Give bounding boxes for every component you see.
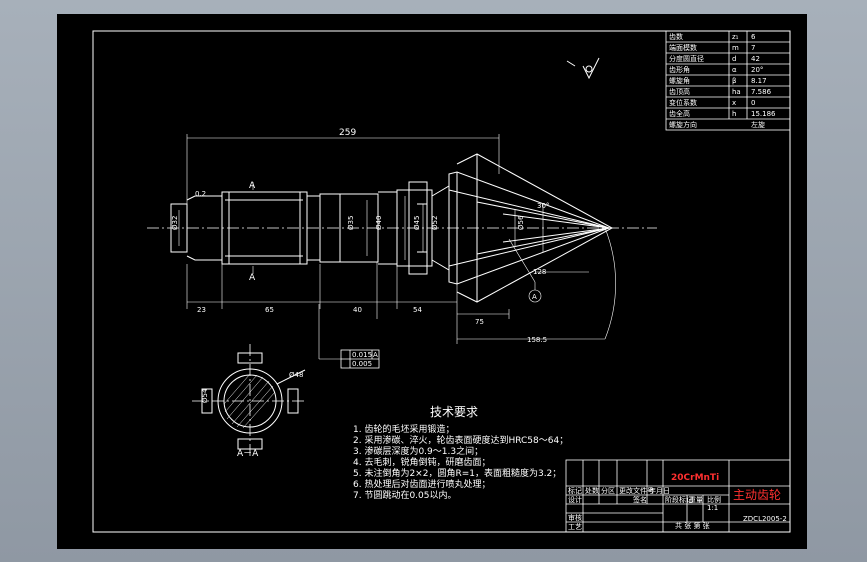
- param-cell-6-1: x: [732, 99, 736, 107]
- tech-requirements: 1. 齿轮的毛坯采用锻造；2. 采用渗碳、淬火，轮齿表面硬度达到HRC58～64…: [353, 423, 568, 501]
- dim-chamfer: 0.2: [195, 190, 206, 198]
- tech-requirement-line: 6. 热处理后对齿面进行喷丸处理；: [353, 478, 490, 490]
- dim-overall-length: 259: [339, 128, 356, 138]
- scale-value: 1:1: [707, 504, 718, 512]
- dim-cone-length: 128: [533, 268, 546, 276]
- param-cell-3-0: 齿形角: [669, 65, 690, 74]
- dim-l2: 65: [265, 306, 274, 314]
- col-label-0: 处数: [585, 486, 599, 495]
- dim-d5: Ø56: [517, 215, 525, 230]
- param-cell-3-1: α: [732, 66, 737, 74]
- col-label-1: 分区: [601, 486, 615, 495]
- param-cell-4-2: 8.17: [751, 77, 767, 85]
- param-cell-6-0: 变位系数: [669, 98, 697, 107]
- dim-cone-radius: 158.5: [527, 336, 547, 344]
- roughness-symbol: [566, 57, 600, 80]
- row-label-3: 工艺: [568, 523, 582, 531]
- view-mark-top: A: [249, 181, 256, 191]
- gear-parameter-table: [665, 30, 791, 131]
- part-name: 主动齿轮: [733, 488, 781, 502]
- tech-title: 技术要求: [430, 405, 478, 419]
- row-label-1: 设计: [568, 495, 582, 504]
- param-cell-2-1: d: [732, 55, 736, 63]
- param-cell-1-0: 端面模数: [669, 43, 697, 52]
- col-label-4: 年月日: [649, 486, 670, 495]
- material-label: 20CrMnTi: [671, 473, 719, 483]
- gear-parameter-text: 齿数 z₁ 6 端面模数 m 7 分度圆直径 d 42 齿形角 α 20° 螺旋角 β 8.17 齿顶高 ha 7…: [669, 32, 776, 129]
- tech-requirement-line: 2. 采用渗碳、淬火，轮齿表面硬度达到HRC58～64；: [353, 434, 568, 446]
- dim-d2: Ø40: [375, 216, 383, 230]
- stage-label-1: 重量: [689, 496, 703, 504]
- tol-value-2: 0.005: [352, 360, 372, 368]
- tech-requirement-line: 5. 未注倒角为2×2，圆角R=1，表面粗糙度为3.2；: [353, 467, 561, 479]
- param-cell-5-1: ha: [732, 88, 741, 96]
- tech-requirement-line: 1. 齿轮的毛坯采用锻造；: [353, 423, 454, 435]
- param-cell-2-2: 42: [751, 55, 760, 63]
- param-cell-4-0: 螺旋角: [669, 76, 690, 85]
- col-label-2: 更改文件号: [619, 486, 654, 495]
- tech-requirement-line: 3. 渗碳层深度为0.9～1.3之间；: [353, 445, 483, 457]
- cad-drawing: 齿数 z₁ 6 端面模数 m 7 分度圆直径 d 42 齿形角 α 20° 螺旋角 β 8.17 齿顶高 ha 7…: [92, 30, 791, 533]
- dim-d4: Ø52: [431, 216, 439, 230]
- tech-requirement-line: 7. 节圆跳动在0.05以内。: [353, 489, 457, 501]
- dim-d1: Ø35: [347, 216, 355, 230]
- stage-label-2: 比例: [707, 495, 721, 504]
- param-cell-1-1: m: [732, 44, 739, 52]
- param-cell-5-2: 7.586: [751, 88, 772, 96]
- tol-datum-ref: A: [373, 351, 378, 359]
- inner-border: [92, 30, 791, 533]
- datum-label: A: [532, 293, 537, 301]
- col-label-3: 签名: [633, 495, 647, 504]
- dim-d3: Ø45: [413, 216, 421, 230]
- param-cell-5-0: 齿顶高: [669, 87, 690, 96]
- tolerance-frame: [340, 349, 380, 369]
- dim-sect-d2: Ø54: [201, 388, 209, 403]
- param-cell-7-0: 齿全高: [669, 109, 690, 118]
- drawing-number: ZDCL2005-2: [743, 515, 787, 523]
- param-cell-8-2: 左旋: [751, 120, 765, 129]
- param-cell-6-2: 0: [751, 99, 755, 107]
- param-cell-2-0: 分度圆直径: [669, 54, 704, 63]
- param-cell-1-2: 7: [751, 44, 755, 52]
- dim-l5: 75: [475, 318, 484, 326]
- tech-requirement-line: 4. 去毛刺，锐角倒钝，研磨齿面；: [353, 456, 490, 468]
- param-cell-0-2: 6: [751, 33, 756, 41]
- title-block: [565, 459, 791, 533]
- dim-l3: 40: [353, 306, 362, 314]
- param-cell-0-0: 齿数: [669, 32, 683, 41]
- dimension-lines: [178, 134, 616, 360]
- dim-d-left: Ø32: [171, 216, 179, 230]
- param-cell-3-2: 20°: [751, 66, 763, 74]
- section-label: A－A: [237, 449, 259, 459]
- row-label-0: 标记: [568, 486, 582, 495]
- drawing-sheet: 齿数 z₁ 6 端面模数 m 7 分度圆直径 d 42 齿形角 α 20° 螺旋角 β 8.17 齿顶高 ha 7…: [57, 14, 807, 549]
- section-hatch: [223, 373, 276, 429]
- param-cell-7-1: h: [732, 110, 736, 118]
- param-cell-7-2: 15.186: [751, 110, 776, 118]
- dim-cone-angle: 30°: [537, 202, 549, 210]
- dim-l4: 54: [413, 306, 422, 314]
- section-view: [201, 352, 306, 450]
- tol-value-1: 0.015: [352, 351, 372, 359]
- view-mark-bottom: A: [249, 273, 256, 283]
- dim-sect-d1: Ø48: [289, 371, 303, 379]
- row-label-2: 审核: [568, 513, 582, 522]
- sheet-count: 共 张 第 张: [675, 521, 710, 530]
- stage-label-0: 阶段标记: [665, 495, 693, 504]
- param-cell-4-1: β: [732, 77, 736, 85]
- param-cell-8-0: 螺旋方向: [669, 120, 697, 129]
- dim-l1: 23: [197, 306, 206, 314]
- param-cell-0-1: z₁: [732, 33, 739, 41]
